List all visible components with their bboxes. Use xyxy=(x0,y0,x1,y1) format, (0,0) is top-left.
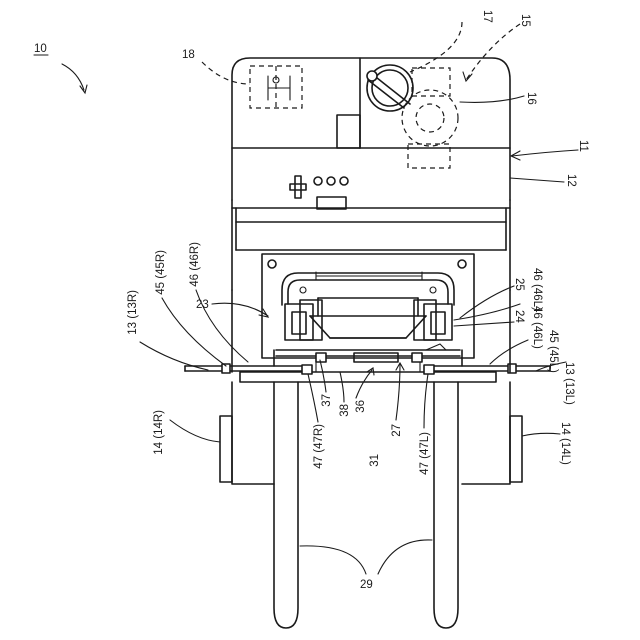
label-24: 24 xyxy=(513,310,525,323)
label-46-46L: 46 (46L) xyxy=(531,268,543,311)
label-18: 18 xyxy=(182,49,195,61)
label-14-14R: 14 (14R) xyxy=(153,410,165,455)
left-wheel xyxy=(220,416,232,482)
label-45-45L: 45 (45L) xyxy=(547,330,559,373)
label-13-13L: 13 (13L) xyxy=(563,362,575,405)
label-16: 16 xyxy=(525,92,537,105)
label-31: 31 xyxy=(369,454,381,467)
label-38: 38 xyxy=(339,404,351,417)
label-29: 29 xyxy=(360,579,373,591)
right-wheel xyxy=(510,416,522,482)
label-11: 11 xyxy=(577,140,589,152)
forks xyxy=(274,382,458,628)
label-47-47R: 47 (47R) xyxy=(313,424,325,469)
label-37: 37 xyxy=(321,394,333,407)
label-15: 15 xyxy=(519,14,531,27)
label-47-47L: 47 (47L) xyxy=(419,432,431,475)
label-36: 36 xyxy=(355,400,367,413)
label-25: 25 xyxy=(513,278,525,291)
vehicle-body xyxy=(232,58,510,290)
steering-mechanism-dashed xyxy=(402,68,458,168)
label-14-14L: 14 (14L) xyxy=(559,422,571,465)
mast-frame xyxy=(262,254,474,358)
label-17: 17 xyxy=(481,10,493,23)
label-27: 27 xyxy=(391,424,403,437)
label-23: 23 xyxy=(196,299,209,311)
label-46-46L-lower: 46 (46L) xyxy=(531,306,543,349)
label-12: 12 xyxy=(565,174,577,187)
seat-dashed-outline xyxy=(250,66,302,108)
label-10: 10 xyxy=(34,43,47,55)
carriage-assembly xyxy=(276,344,460,362)
label-45-45R: 45 (45R) xyxy=(155,250,167,295)
label-46-46R: 46 (46R) xyxy=(189,242,201,287)
instrument-panel xyxy=(290,176,348,209)
fork-crossbar xyxy=(240,362,496,382)
label-13-13R: 13 (13R) xyxy=(127,290,139,335)
